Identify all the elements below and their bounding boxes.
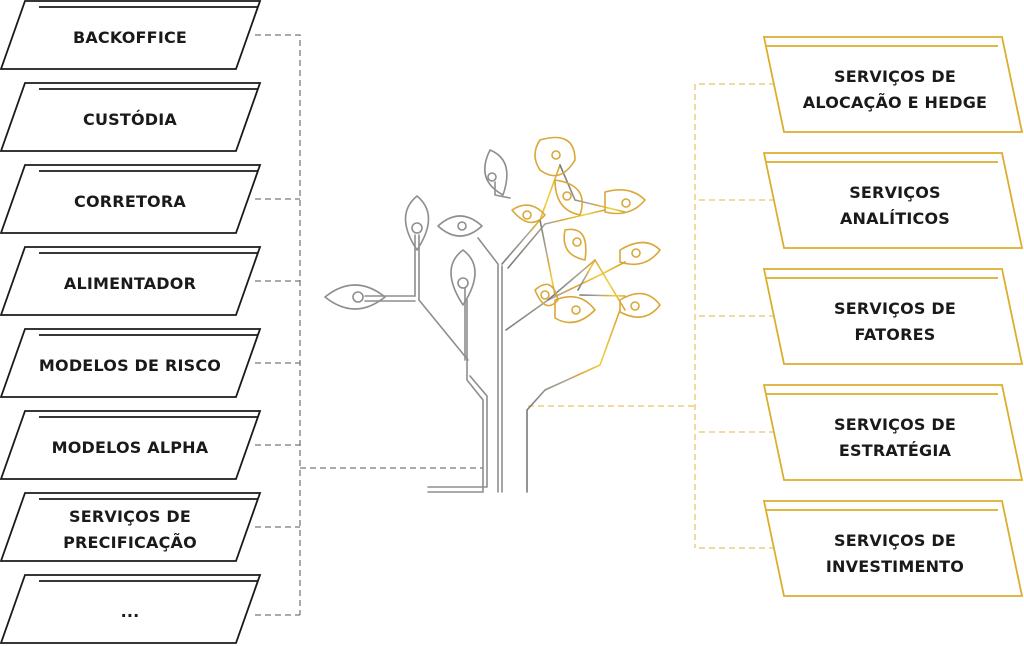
left-module-label[interactable]: SERVIÇOS DE PRECIFICAÇÃO: [63, 507, 197, 552]
left-module-shape: [0, 328, 262, 398]
left-module-shape: [0, 410, 262, 480]
left-module-shape: [0, 246, 262, 316]
right-module-label[interactable]: SERVIÇOS ANALÍTICOS: [839, 182, 951, 228]
right-module-shape: [762, 500, 1024, 597]
left-module-label[interactable]: MODELOS ALPHA: [51, 438, 209, 457]
left-module-shape: [0, 492, 262, 562]
right-module-shapes: [762, 36, 1024, 597]
left-module-shape: [0, 82, 262, 152]
left-module-label[interactable]: CORRETORA: [74, 192, 186, 211]
left-module-shape: [0, 164, 262, 234]
right-module-shape: [762, 152, 1024, 249]
right-module-shape: [762, 384, 1024, 481]
left-connectors: [255, 34, 483, 616]
left-module-label[interactable]: ALIMENTADOR: [63, 274, 197, 293]
left-module-label[interactable]: BACKOFFICE: [72, 28, 188, 47]
right-module-label[interactable]: SERVIÇOS DE INVESTIMENTO: [825, 530, 965, 576]
right-module-shape: [762, 268, 1024, 365]
right-module-label[interactable]: SERVIÇOS DE ALOCAÇÃO E HEDGE: [802, 66, 988, 112]
right-connectors: [528, 83, 775, 549]
left-module-label[interactable]: CUSTÓDIA: [83, 110, 177, 129]
right-module-shape: [762, 36, 1024, 133]
left-module-label[interactable]: ...: [120, 602, 140, 621]
left-module-label[interactable]: MODELOS DE RISCO: [38, 356, 222, 375]
circuit-tree-icon: [324, 136, 661, 493]
left-module-shape: [0, 574, 262, 644]
left-module-shapes: [0, 0, 262, 644]
left-module-shape: [0, 0, 262, 70]
right-module-label[interactable]: SERVIÇOS DE ESTRATÉGIA: [834, 414, 956, 460]
right-module-label[interactable]: SERVIÇOS DE FATORES: [834, 298, 956, 344]
